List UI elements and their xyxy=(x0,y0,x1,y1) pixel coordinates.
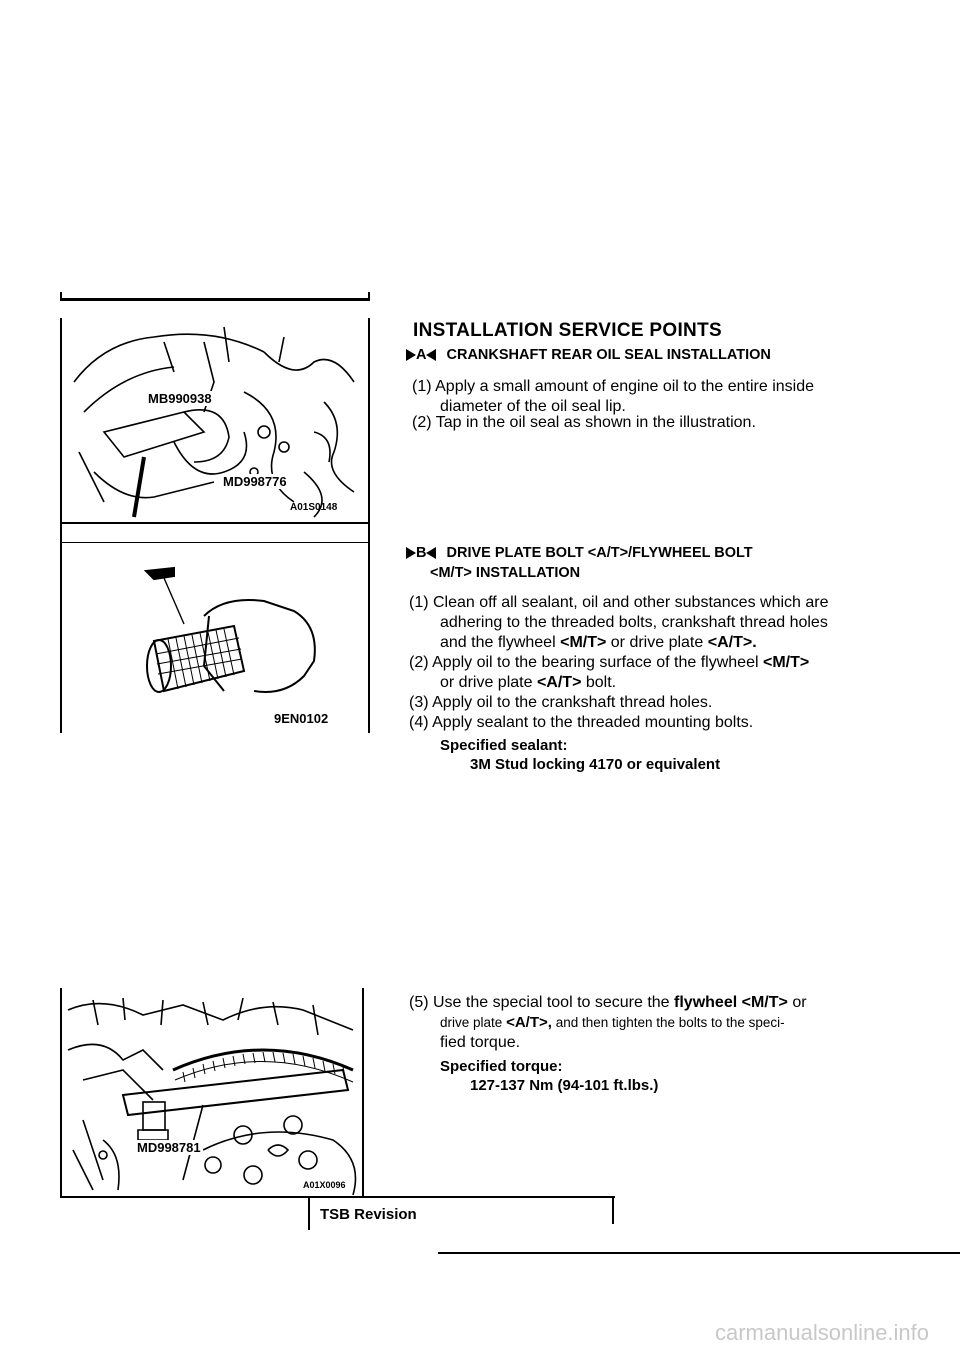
text: bolt. xyxy=(585,674,617,691)
step-b4: (4) Apply sealant to the threaded mounti… xyxy=(409,714,754,731)
figure3-right-border xyxy=(362,988,364,1198)
torque-value: 127-137 Nm (94-101 ft.lbs.) xyxy=(470,1077,659,1094)
bottom-rule xyxy=(438,1252,960,1254)
torque-label: Specified torque: xyxy=(440,1058,563,1075)
flywheel-illustration xyxy=(67,997,357,1195)
at-tag: <A/T>, xyxy=(506,1014,552,1031)
tsb-revision-label: TSB Revision xyxy=(320,1206,417,1223)
step-5-line1: (5) Use the special tool to secure the f… xyxy=(409,993,807,1013)
text: drive plate xyxy=(440,1015,503,1030)
mt-tag: <M/T> xyxy=(741,994,788,1011)
bolt-illustration xyxy=(143,566,316,693)
page-title: INSTALLATION SERVICE POINTS xyxy=(413,320,722,341)
step-a1: (1) Apply a small amount of engine oil t… xyxy=(412,377,882,397)
step-a1-cont: diameter of the oil seal lip. xyxy=(440,398,626,415)
step-b1-line1: (1) Clean off all sealant, oil and other… xyxy=(409,594,829,611)
figure-code: 9EN0102 xyxy=(274,711,329,726)
at-tag: <A/T> xyxy=(536,674,582,691)
section-b-heading: B DRIVE PLATE BOLT <A/T>/FLYWHEEL BOLT xyxy=(406,545,753,561)
section-a-heading: A CRANKSHAFT REAR OIL SEAL INSTALLATION xyxy=(406,347,771,363)
sealant-value: 3M Stud locking 4170 or equivalent xyxy=(470,756,721,773)
figure-flywheel-tool: MD998781 A01X0096 xyxy=(63,990,361,1195)
text: or drive plate xyxy=(440,674,533,691)
section-b-title-line2: <M/T> INSTALLATION xyxy=(430,565,581,581)
top-rule xyxy=(60,298,370,301)
step-b3: (3) Apply oil to the crankshaft thread h… xyxy=(409,694,713,711)
mt-tag: <M/T> xyxy=(560,634,607,651)
step-b1-line3: and the flywheel <M/T> or drive plate <A… xyxy=(440,633,757,653)
figure-divider-2 xyxy=(60,542,370,543)
figure-threaded-bolt: 9EN0102 xyxy=(64,546,366,731)
section-a-title: CRANKSHAFT REAR OIL SEAL INSTALLATION xyxy=(446,347,771,363)
footer-left-border xyxy=(308,1198,310,1230)
text: (5) Use the special tool to secure the xyxy=(409,994,670,1011)
marker-right-arrow-icon xyxy=(406,349,416,362)
step-b1-line2: adhering to the threaded bolts, cranksha… xyxy=(440,614,828,631)
marker-left-arrow-icon xyxy=(426,547,437,560)
sealant-label: Specified sealant: xyxy=(440,737,568,754)
text: (2) Apply oil to the bearing surface of … xyxy=(409,654,759,671)
section-b-title-line1: DRIVE PLATE BOLT <A/T>/FLYWHEEL BOLT xyxy=(446,545,753,561)
tool-label-mb990938: MB990938 xyxy=(146,391,214,406)
at-tag: <A/T>. xyxy=(707,634,757,651)
step-number: (2) xyxy=(412,414,432,431)
text: and the flywheel xyxy=(440,634,556,651)
top-rule-right-tick xyxy=(368,292,370,301)
marker-right-arrow-icon xyxy=(406,547,416,560)
oil-seal-illustration xyxy=(73,326,355,518)
mt-tag: <M/T> xyxy=(762,654,810,671)
step-b2-line2: or drive plate <A/T> bolt. xyxy=(440,673,616,693)
figure3-bottom-border xyxy=(60,1196,615,1198)
figure-code: A01S0148 xyxy=(290,502,338,513)
top-rule-left-tick xyxy=(60,292,62,301)
figure-oil-seal-installation: MB990938 MD998776 A01S0148 xyxy=(64,322,366,520)
flywheel-text: flywheel xyxy=(674,994,738,1011)
section-b-marker: B xyxy=(416,545,427,561)
step-5-line3: fied torque. xyxy=(440,1034,521,1051)
step-number: (1) xyxy=(412,378,432,395)
text: and then tighten the bolts to the speci- xyxy=(555,1015,785,1030)
watermark: carmanualsonline.info xyxy=(715,1320,930,1345)
figure3-left-border xyxy=(60,988,62,1198)
step-text: Tap in the oil seal as shown in the illu… xyxy=(435,414,756,431)
section-a-marker: A xyxy=(416,347,427,363)
step-b2-line1: (2) Apply oil to the bearing surface of … xyxy=(409,653,809,673)
step-text: Apply a small amount of engine oil to th… xyxy=(435,378,815,395)
step-5-line2: drive plate <A/T>, and then tighten the … xyxy=(440,1013,785,1033)
step-a2: (2) Tap in the oil seal as shown in the … xyxy=(412,413,756,433)
figure-column-right-border xyxy=(368,318,370,733)
figure-divider xyxy=(60,522,370,524)
tool-label-md998781: MD998781 xyxy=(135,1140,203,1155)
marker-left-arrow-icon xyxy=(426,349,437,362)
text: or drive plate xyxy=(610,634,704,651)
footer-right-tick xyxy=(612,1198,614,1224)
figure-code: A01X0096 xyxy=(303,1180,346,1190)
figure-column-left-border xyxy=(60,318,62,733)
text: or xyxy=(792,994,807,1011)
tool-label-md998776: MD998776 xyxy=(221,474,289,489)
